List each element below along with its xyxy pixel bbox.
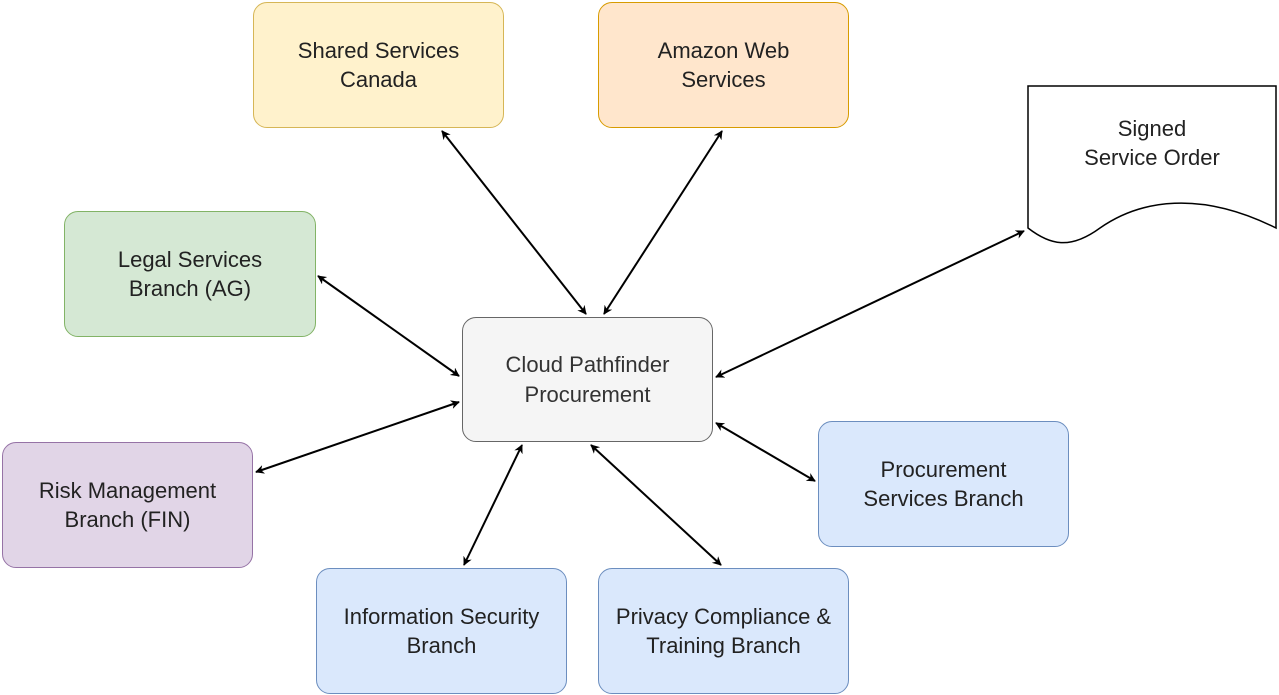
node-label: Amazon Web Services [657, 37, 790, 92]
node-label: Shared Services Canada [297, 37, 460, 92]
signed-service-order-shape [1027, 85, 1277, 244]
node-label: Cloud Pathfinder Procurement [505, 352, 670, 407]
connector-legal [317, 275, 460, 377]
connector-risk [255, 400, 460, 474]
connector-aws [603, 130, 723, 315]
node-signed-service-order-label: Signed Service Order [1084, 116, 1220, 171]
node-label: Legal Services Branch (AG) [117, 246, 263, 301]
connector-pctb [590, 444, 722, 566]
node-legal-services-branch: Legal Services Branch (AG) [64, 211, 316, 337]
connector-ssc [441, 130, 587, 315]
node-cloud-pathfinder-procurement: Cloud Pathfinder Procurement [462, 317, 713, 442]
node-label: Risk Management Branch (FIN) [38, 477, 217, 532]
connector-isb [463, 444, 523, 566]
node-amazon-web-services: Amazon Web Services [598, 2, 849, 128]
node-procurement-services-branch: Procurement Services Branch [818, 421, 1069, 547]
connector-signed-service-order [715, 230, 1025, 378]
node-risk-management-branch: Risk Management Branch (FIN) [2, 442, 253, 568]
node-label: Procurement Services Branch [863, 456, 1024, 511]
node-information-security-branch: Information Security Branch [316, 568, 567, 694]
node-label: Privacy Compliance & Training Branch [615, 603, 832, 658]
node-privacy-compliance-training-branch: Privacy Compliance & Training Branch [598, 568, 849, 694]
node-label: Information Security Branch [343, 603, 540, 658]
node-shared-services-canada: Shared Services Canada [253, 2, 504, 128]
connector-psb [715, 422, 816, 482]
